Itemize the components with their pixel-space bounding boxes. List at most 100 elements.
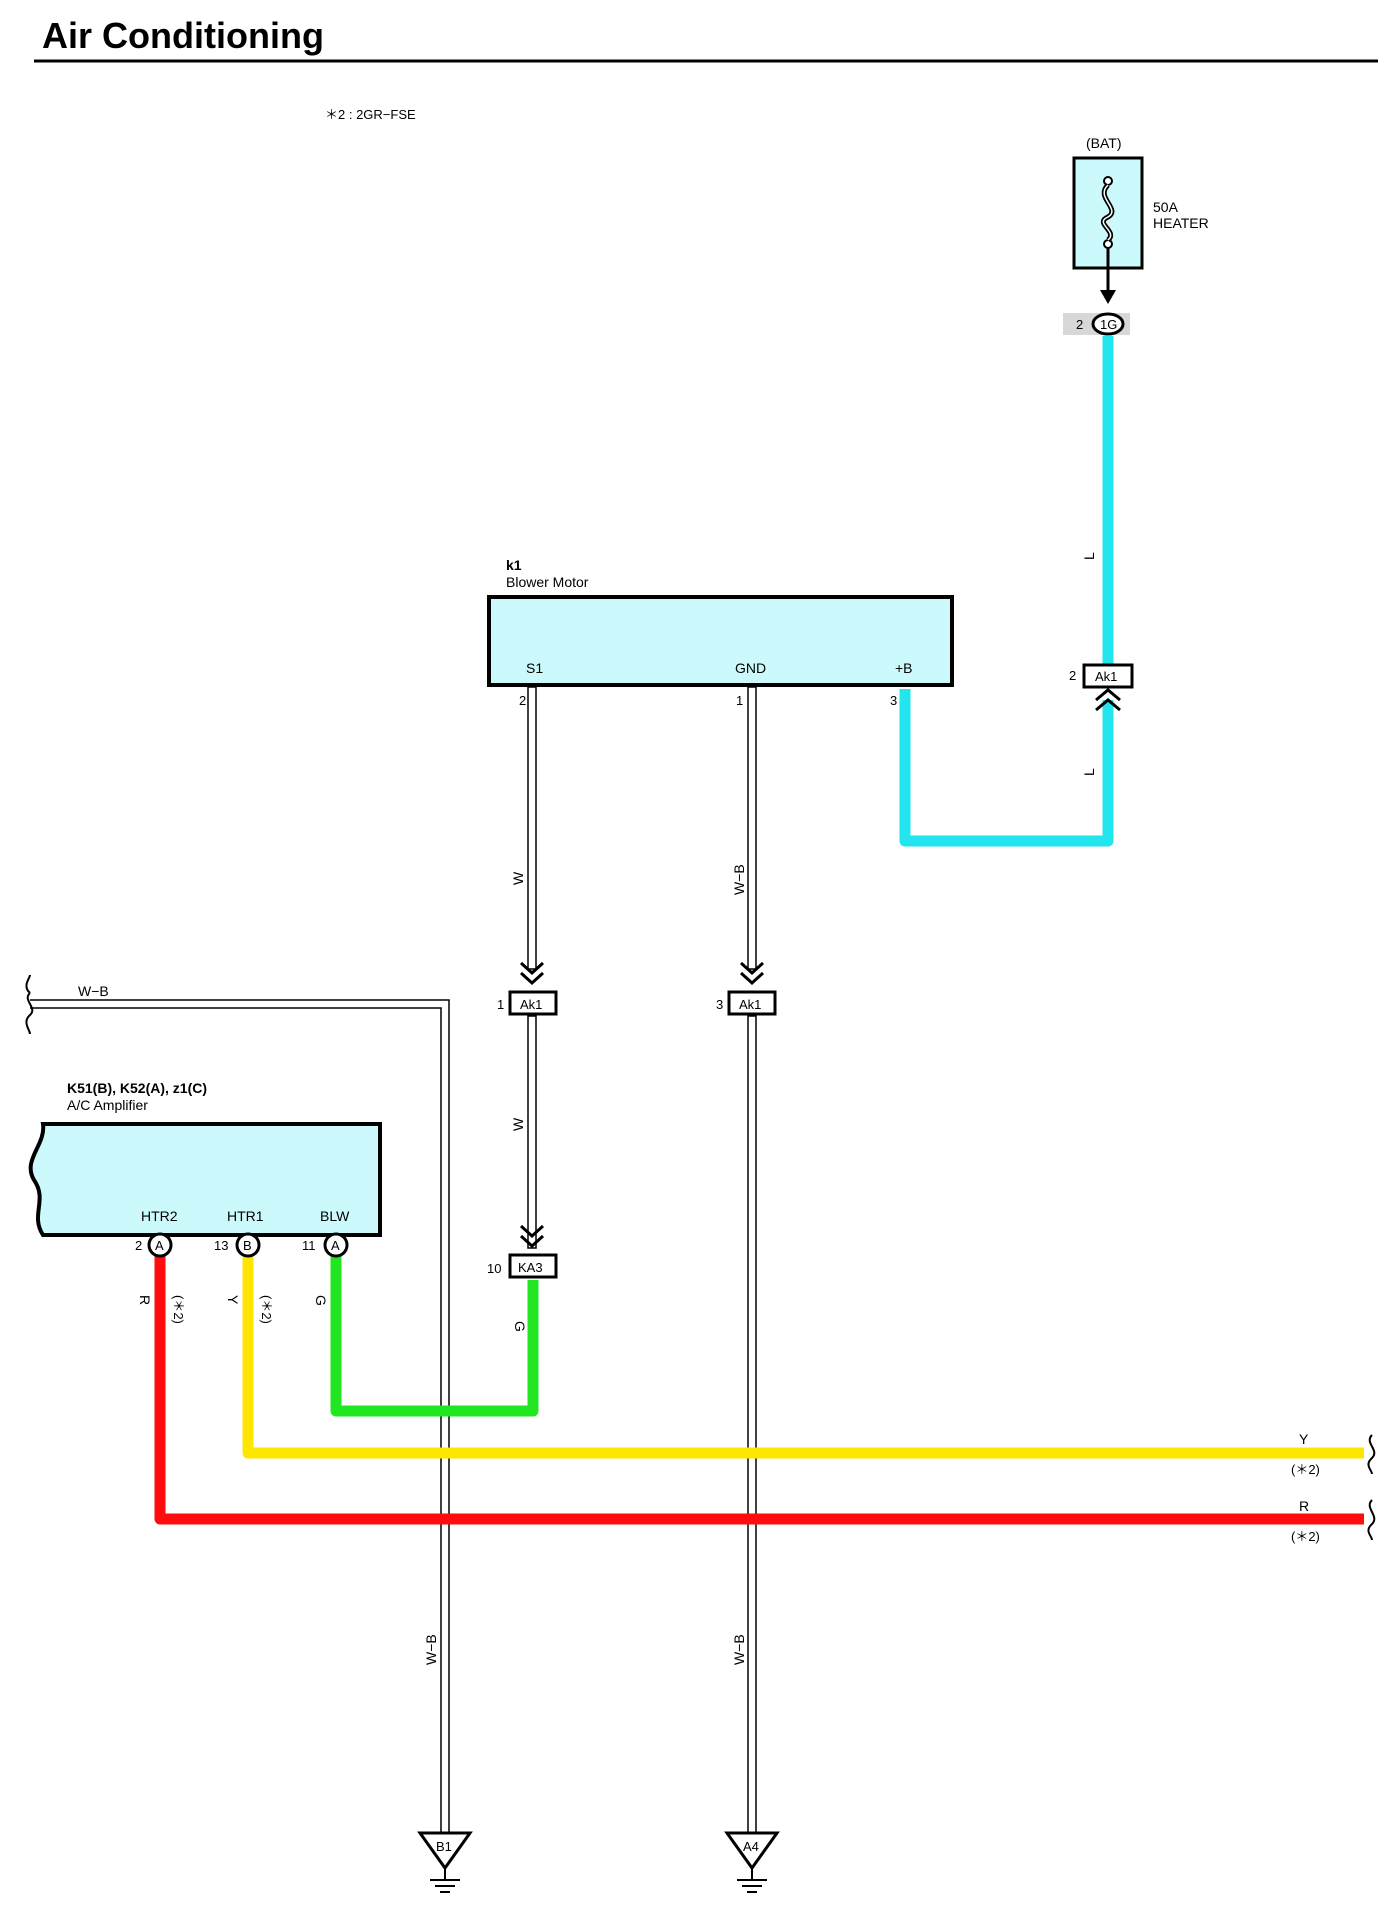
connector-KA3-number: 10 (487, 1261, 501, 1276)
wire-W-upper-label: W (510, 871, 526, 885)
wire-R-right-label: R (1299, 1498, 1309, 1514)
wire-Y[interactable] (242, 1255, 1364, 1459)
connector-Ak1-pin2[interactable]: 2 Ak1 (1069, 663, 1134, 712)
connector-Ak1-pin1-number: 1 (497, 997, 504, 1012)
ground-B1-triangle (417, 1831, 473, 1871)
connector-Ak1-pin2-box (1082, 663, 1134, 689)
blower-motor-box (487, 595, 954, 687)
connector-KA3-box (508, 1253, 558, 1279)
ground-A4-label: A4 (743, 1839, 759, 1854)
blower-motor-code: k1 (506, 557, 522, 573)
wire-L-lower (899, 689, 1114, 847)
blower-motor[interactable]: k1 Blower Motor S1 GND +B 2 1 3 (487, 557, 954, 708)
wire-L-lower-label: L (1081, 768, 1097, 776)
fuse-rating: 50A (1153, 199, 1179, 215)
wire-WB-upper-label: W−B (731, 864, 747, 895)
connector-Ak1-pin2-label: Ak1 (1095, 669, 1117, 684)
wire-WB-top-label: W−B (78, 983, 109, 999)
wire-Y-right-note: (＊2) (1291, 1462, 1320, 1477)
amplifier-pin-HTR2-ring (147, 1232, 173, 1258)
blower-terminal-GND: GND (735, 660, 766, 676)
amplifier-pin-HTR2[interactable]: 2 A (135, 1232, 173, 1258)
amplifier-pin-HTR1-ring (235, 1232, 261, 1258)
connector-Ak1-pin3-label: Ak1 (739, 997, 761, 1012)
wire-L[interactable] (899, 336, 1114, 847)
break-mark-icon (1367, 1434, 1376, 1475)
wire-W[interactable] (527, 686, 537, 1249)
wire-G[interactable] (330, 1255, 539, 1417)
break-mark-icon (25, 992, 34, 1035)
connector-Ak1-pin1[interactable]: 1 Ak1 (497, 990, 558, 1016)
amplifier-pin-BLW-ring (323, 1232, 349, 1258)
connector-Ak1-pin1-box (508, 990, 558, 1016)
connector-Ak1-pin3[interactable]: 3 Ak1 (716, 990, 777, 1016)
amplifier-box (28, 1122, 382, 1237)
amplifier-name: A/C Amplifier (67, 1097, 148, 1113)
chevron-down-icon (519, 1224, 545, 1249)
blower-pin-GND: 1 (736, 693, 743, 708)
wire-W-lower (527, 1015, 537, 1249)
fuse-terminal-bottom (1103, 239, 1113, 249)
wire-R-right-note: (＊2) (1291, 1529, 1320, 1544)
connector-Ak1-pin1-label: Ak1 (520, 997, 542, 1012)
amplifier-pin-HTR1[interactable]: 13 B (214, 1232, 261, 1258)
blower-pin-B: 3 (890, 693, 897, 708)
ground-B1-label: B1 (436, 1839, 452, 1854)
amplifier-pin-BLW[interactable]: 11 A (302, 1232, 349, 1258)
connector-1G-ring (1091, 312, 1125, 336)
blower-pin-S1: 2 (519, 693, 526, 708)
arrow-down-icon (1100, 290, 1116, 304)
amplifier-pin-HTR2-connector: A (155, 1238, 164, 1253)
amplifier-pin-BLW-connector: A (331, 1238, 340, 1253)
connector-Ak1-pin2-number: 2 (1069, 668, 1076, 683)
connector-1G[interactable]: 2 1G (1063, 312, 1130, 336)
amplifier-terminal-HTR2: HTR2 (141, 1208, 178, 1224)
fuse-name: HEATER (1153, 215, 1209, 231)
wire-Y-note: (＊2) (259, 1295, 274, 1324)
wire-Y-label: Y (225, 1295, 241, 1305)
amplifier-pin-HTR2-number: 2 (135, 1238, 142, 1253)
connector-1G-label: 1G (1100, 317, 1117, 332)
blower-terminal-B: +B (895, 660, 913, 676)
amplifier-terminal-BLW: BLW (320, 1208, 350, 1224)
ac-amplifier[interactable]: K51(B), K52(A), z1(C) A/C Amplifier HTR2… (28, 1080, 382, 1237)
fuse-supply-label: (BAT) (1086, 135, 1122, 151)
connector-KA3-label: KA3 (518, 1260, 543, 1275)
amplifier-pin-BLW-number: 11 (302, 1238, 316, 1253)
wire-WB-A4-upper (747, 686, 757, 970)
amplifier-codes: K51(B), K52(A), z1(C) (67, 1080, 207, 1096)
chevron-down-icon (519, 961, 545, 986)
chevron-down-icon (739, 961, 765, 986)
amplifier-pin-HTR1-number: 13 (214, 1238, 228, 1253)
page-title: Air Conditioning (42, 15, 324, 56)
wire-WB-A4-lower (747, 1015, 757, 1837)
wire-R-note: (＊2) (171, 1295, 186, 1324)
amplifier-terminal-HTR1: HTR1 (227, 1208, 264, 1224)
wire-WB-B1-lower-label: W−B (423, 1634, 439, 1665)
wire-R[interactable] (154, 1255, 1364, 1525)
connector-Ak1-pin3-number: 3 (716, 997, 723, 1012)
break-mark-icon (1367, 1499, 1376, 1541)
blower-terminal-S1: S1 (526, 660, 543, 676)
ground-B1[interactable]: B1 (417, 1831, 473, 1893)
wire-WB-A4-lower-label: W−B (731, 1634, 747, 1665)
connector-Ak1-pin3-box (727, 990, 777, 1016)
blower-motor-name: Blower Motor (506, 574, 589, 590)
ground-A4-triangle (724, 1831, 780, 1871)
wire-W-upper (527, 686, 537, 970)
wire-WB-ground-A4[interactable] (747, 686, 757, 1837)
ground-A4[interactable]: A4 (724, 1831, 780, 1893)
connector-1G-pin: 2 (1076, 317, 1083, 332)
wire-R-label: R (137, 1295, 153, 1305)
wire-Y-right-label: Y (1299, 1431, 1309, 1447)
connector-KA3-pin10[interactable]: 10 KA3 (487, 1253, 558, 1279)
wire-G-label: G (313, 1295, 329, 1306)
wire-L-upper-label: L (1081, 552, 1097, 560)
wire-G-ka3-label: G (512, 1321, 528, 1332)
amplifier-pin-HTR1-connector: B (243, 1238, 252, 1253)
fuse-terminal-top (1103, 176, 1113, 186)
fuse-heater[interactable]: (BAT) 50A HEATER (1072, 135, 1209, 270)
variant-note: ＊2 : 2GR−FSE (325, 107, 416, 122)
chevron-up-icon (1095, 688, 1121, 712)
